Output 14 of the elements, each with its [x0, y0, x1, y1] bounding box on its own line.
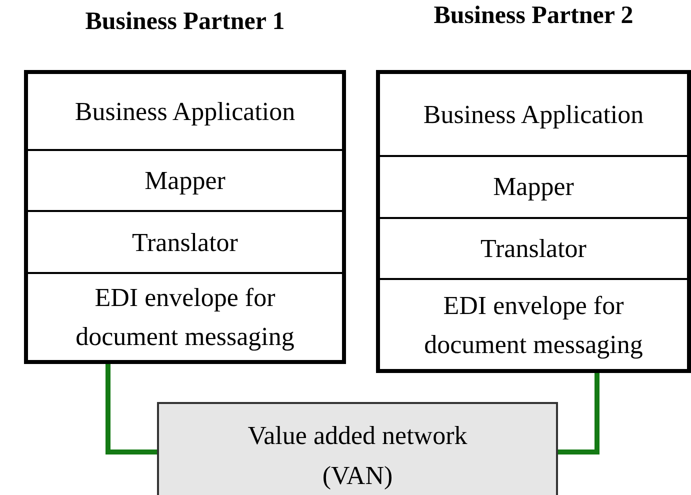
layer-label: Translator [132, 226, 238, 259]
layer-label: Mapper [493, 171, 574, 204]
layer-label: Mapper [144, 165, 226, 198]
layer-label: Business Application [423, 98, 644, 131]
layer-label: Business Application [74, 96, 296, 128]
layer-label: EDI envelope for document messaging [423, 290, 644, 361]
network-label: Value added network (VAN) [246, 420, 468, 492]
partner-heading: Business Partner 2 [432, 2, 634, 30]
layer-label: EDI envelope for document messaging [74, 282, 296, 354]
connector-line [106, 362, 157, 454]
connector-line [558, 371, 600, 454]
network-box [157, 402, 558, 495]
partner-heading: Business Partner 1 [84, 8, 286, 36]
layer-label: Translator [480, 233, 586, 266]
